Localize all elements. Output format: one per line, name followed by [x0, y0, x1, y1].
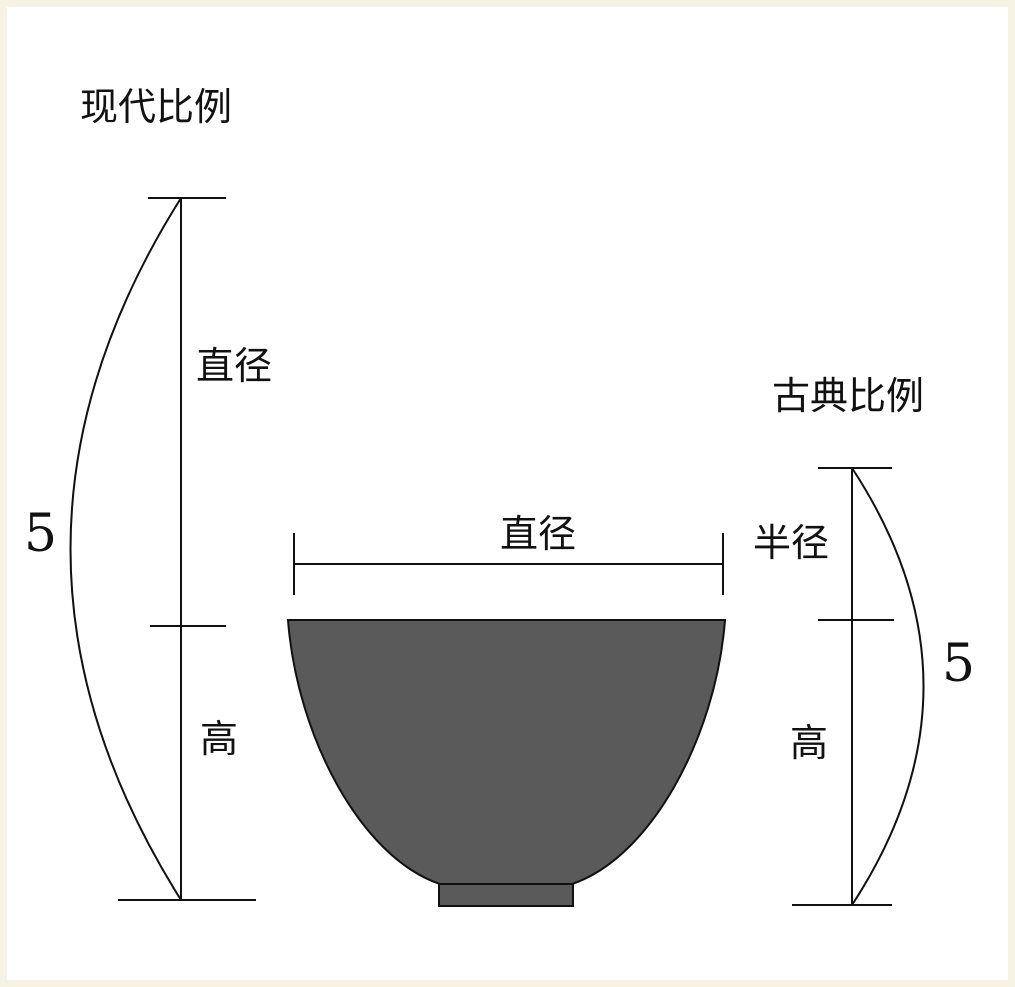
modern-total-value: 5 — [24, 504, 58, 564]
modern-diameter-label: 直径 — [196, 344, 273, 388]
classical-height-label: 高 — [790, 721, 829, 765]
bowl-foot — [438, 883, 574, 907]
classical-total-value: 5 — [942, 634, 976, 694]
classical-radius-label: 半径 — [753, 521, 830, 565]
bowl-diameter-label: 直径 — [500, 512, 577, 556]
bowl-body — [286, 619, 727, 885]
modern-height-label: 高 — [200, 717, 239, 761]
classical-proportion-title: 古典比例 — [772, 374, 925, 418]
modern-proportion-title: 现代比例 — [80, 85, 233, 129]
classical-total-arc — [851, 467, 925, 906]
modern-total-arc — [69, 197, 182, 901]
